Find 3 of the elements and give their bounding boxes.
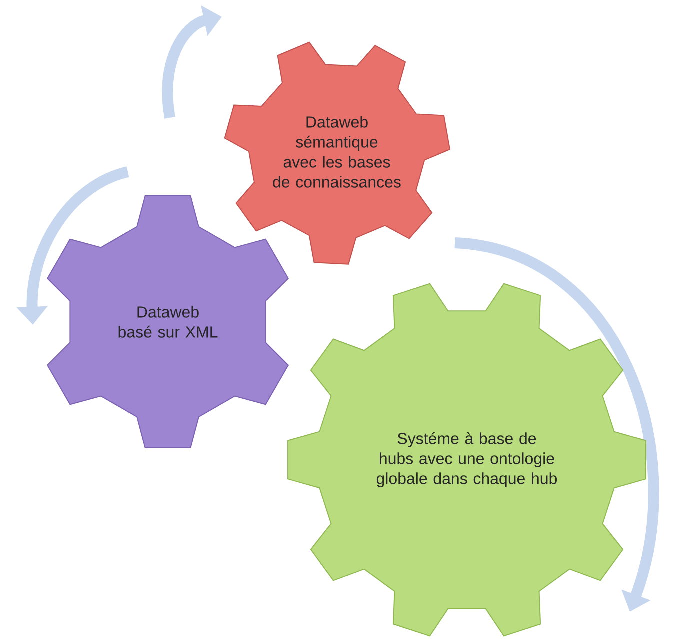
gear: Dataweb sémantique avec les bases de connaissances xyxy=(224,42,451,265)
gear: Dataweb basé sur XML xyxy=(46,196,290,448)
gear: Systéme à base de hubs avec une ontologie globale dans chaque hub xyxy=(288,283,646,637)
